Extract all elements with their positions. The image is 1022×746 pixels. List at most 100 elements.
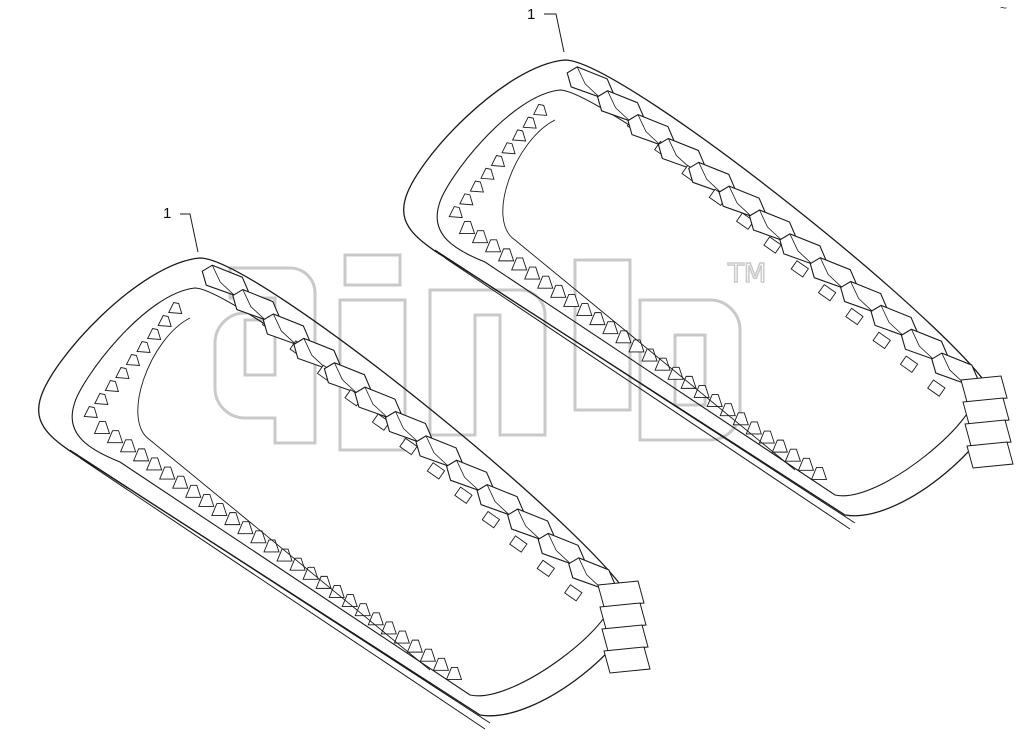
drive-tooth	[168, 301, 183, 314]
drive-tooth	[250, 530, 267, 544]
drive-block	[735, 212, 755, 230]
drive-tooth	[706, 394, 723, 408]
drive-tooth	[524, 266, 541, 280]
drive-tooth	[302, 566, 319, 580]
tread-lug-edge	[272, 313, 296, 345]
leader-line	[180, 213, 199, 253]
drive-tooth	[797, 457, 815, 471]
leader-line	[544, 13, 565, 53]
end-lug	[599, 602, 647, 630]
drive-tooth	[654, 357, 671, 371]
drive-block	[454, 486, 473, 505]
drive-block	[426, 462, 446, 480]
drive-tooth	[490, 154, 506, 167]
drive-tooth	[448, 206, 463, 219]
track-assembly-left	[38, 257, 651, 730]
end-lug	[966, 441, 1014, 469]
callout-label: 1	[163, 205, 171, 222]
belt-edge-line	[69, 449, 491, 724]
drive-tooth	[810, 466, 828, 480]
tread-lug-edge	[395, 411, 418, 442]
drive-tooth	[136, 340, 151, 353]
drive-tooth	[511, 129, 527, 142]
callout-right: 1	[527, 6, 565, 53]
drive-tooth	[263, 539, 280, 553]
drive-tooth	[693, 385, 710, 398]
drive-tooth	[198, 493, 215, 507]
drive-tooth	[341, 594, 358, 608]
tread-lug-edge	[517, 508, 540, 540]
drive-block	[927, 379, 946, 397]
drive-block	[536, 559, 556, 578]
drive-tooth	[732, 412, 749, 426]
drive-block	[763, 236, 782, 254]
drive-tooth	[94, 392, 109, 405]
drive-tooth	[469, 180, 485, 193]
belt-edge-line	[444, 257, 851, 530]
drive-block	[371, 413, 391, 431]
drive-tooth	[380, 621, 397, 635]
corner-mark: ~	[1000, 1, 1007, 15]
drive-tooth	[641, 348, 658, 362]
track-outer-outline	[38, 257, 634, 717]
tread-lug-edge	[941, 352, 965, 384]
drive-tooth	[471, 230, 489, 244]
drive-tooth	[667, 366, 684, 380]
drive-tooth	[445, 666, 463, 680]
drive-tooth	[146, 327, 162, 340]
track-inner-outline	[71, 287, 614, 697]
drive-tooth	[159, 466, 176, 480]
drive-block	[564, 584, 583, 602]
end-lug	[960, 375, 1008, 403]
tread-lug-edge	[425, 435, 449, 467]
drive-tooth	[480, 167, 495, 180]
drive-block	[899, 355, 919, 373]
drive-block	[509, 535, 528, 553]
tread-lug-edge	[456, 460, 479, 491]
drive-tooth	[125, 353, 141, 366]
track-outer-outline	[403, 59, 997, 517]
drive-tooth	[458, 221, 476, 235]
drive-tooth	[784, 448, 802, 462]
drive-tooth	[406, 639, 423, 653]
tread-lug-edge	[759, 209, 782, 241]
trademark-symbol: TM	[727, 259, 766, 289]
inner-hollow-line	[137, 317, 431, 671]
end-lug	[601, 624, 649, 652]
drive-tooth	[104, 379, 120, 392]
belt-edge-line	[79, 457, 486, 730]
drive-tooth	[328, 585, 345, 598]
drive-tooth	[510, 257, 528, 271]
tread-lug-edge	[911, 329, 934, 360]
tread-lug-edge	[789, 233, 813, 265]
drive-tooth	[537, 275, 554, 289]
drive-tooth	[83, 405, 98, 418]
end-lug	[962, 397, 1010, 425]
tread-lug-edge	[211, 265, 235, 296]
track-assembly-right	[403, 59, 1014, 530]
drive-tooth	[550, 284, 567, 298]
tread-lug-edge	[242, 289, 266, 320]
drive-tooth	[132, 448, 150, 462]
tread-lug-edge	[576, 66, 600, 98]
drive-tooth	[419, 648, 437, 662]
drive-tooth	[106, 430, 124, 444]
drive-tooth	[145, 457, 163, 471]
watermark-logo: TM	[213, 253, 767, 452]
drive-tooth	[602, 321, 619, 335]
drive-tooth	[615, 330, 632, 344]
callout-left: 1	[163, 205, 199, 253]
tread-lug-edge	[667, 138, 691, 169]
drive-tooth	[393, 630, 410, 644]
drive-block	[817, 283, 837, 302]
drive-tooth	[533, 103, 548, 116]
callout-label: 1	[527, 6, 535, 23]
inner-hollow-line	[502, 119, 796, 471]
drive-tooth	[289, 557, 306, 571]
tread-lug-edge	[637, 114, 661, 145]
drive-tooth	[185, 484, 202, 498]
drive-tooth	[745, 421, 762, 435]
drive-block	[845, 307, 864, 326]
drive-tooth	[771, 439, 788, 453]
